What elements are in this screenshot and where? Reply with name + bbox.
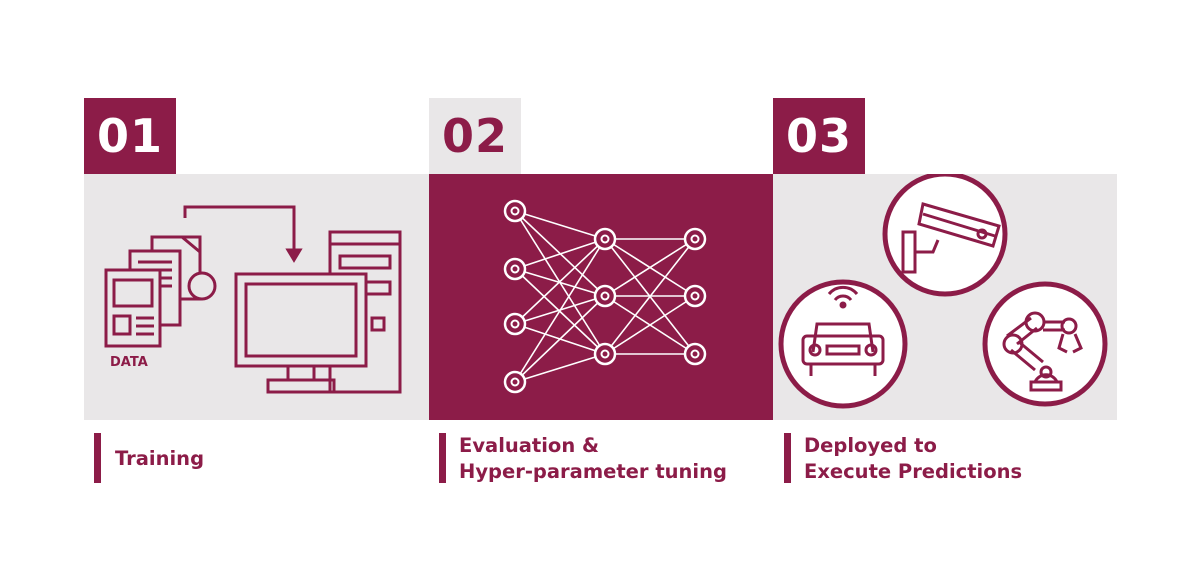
- car-circle: [778, 279, 908, 409]
- step-2-number: 02: [429, 98, 521, 174]
- step-2-panel: [429, 174, 773, 420]
- step-2-caption: Evaluation & Hyper-parameter tuning: [459, 433, 727, 485]
- nn-node-core: [690, 234, 700, 244]
- nn-node: [503, 370, 527, 394]
- nn-node-core: [690, 291, 700, 301]
- step-1-panel: DATA: [84, 174, 429, 420]
- nn-node: [593, 284, 617, 308]
- nn-node-core: [510, 264, 520, 274]
- step-2-caption-bar: [439, 433, 446, 483]
- step-3-panel: [773, 174, 1117, 420]
- nn-node-core: [510, 319, 520, 329]
- nn-node: [503, 257, 527, 281]
- nn-connection: [514, 238, 606, 325]
- step-1-caption-line-1: Training: [115, 447, 205, 470]
- deployment-devices-icon: [778, 174, 1108, 409]
- robotic-arm-icon: [1002, 311, 1083, 392]
- nn-node: [503, 199, 527, 223]
- step-1-caption-bar: [94, 433, 101, 483]
- nn-connection: [514, 295, 606, 383]
- step-2-caption-line-2: Hyper-parameter tuning: [459, 460, 727, 483]
- nn-connection: [604, 295, 696, 355]
- step-3-caption-line-2: Execute Predictions: [804, 460, 1023, 483]
- nn-connection: [514, 238, 606, 383]
- nn-connection: [604, 238, 696, 297]
- step-1-caption: Training: [115, 446, 204, 472]
- nn-connection: [514, 238, 606, 270]
- nn-connection: [514, 353, 606, 383]
- step-1-number: 01: [84, 98, 176, 174]
- nn-node-core: [600, 234, 610, 244]
- nn-node-core: [690, 349, 700, 359]
- connected-car-icon: [801, 285, 885, 376]
- robot-arm-circle: [982, 281, 1108, 407]
- step-2-caption-line-1: Evaluation &: [459, 434, 599, 457]
- nn-node-core: [510, 377, 520, 387]
- nn-node: [593, 227, 617, 251]
- neural-network-icon: [503, 199, 707, 394]
- nn-node: [683, 227, 707, 251]
- nn-node: [683, 342, 707, 366]
- nn-connection: [604, 238, 696, 355]
- nn-node-core: [510, 206, 520, 216]
- step-3-number: 03: [773, 98, 865, 174]
- nn-node: [593, 342, 617, 366]
- security-camera-icon: [901, 202, 1001, 274]
- nn-node: [683, 284, 707, 308]
- step-3-caption-bar: [784, 433, 791, 483]
- step-3-caption-line-1: Deployed to: [804, 434, 937, 457]
- nn-node: [503, 312, 527, 336]
- step-3-caption: Deployed to Execute Predictions: [804, 433, 1022, 485]
- nn-connection: [514, 210, 606, 240]
- nn-node-core: [600, 291, 610, 301]
- data-label: DATA: [110, 355, 148, 370]
- nn-node-core: [600, 349, 610, 359]
- training-computer-icon: DATA: [104, 205, 402, 394]
